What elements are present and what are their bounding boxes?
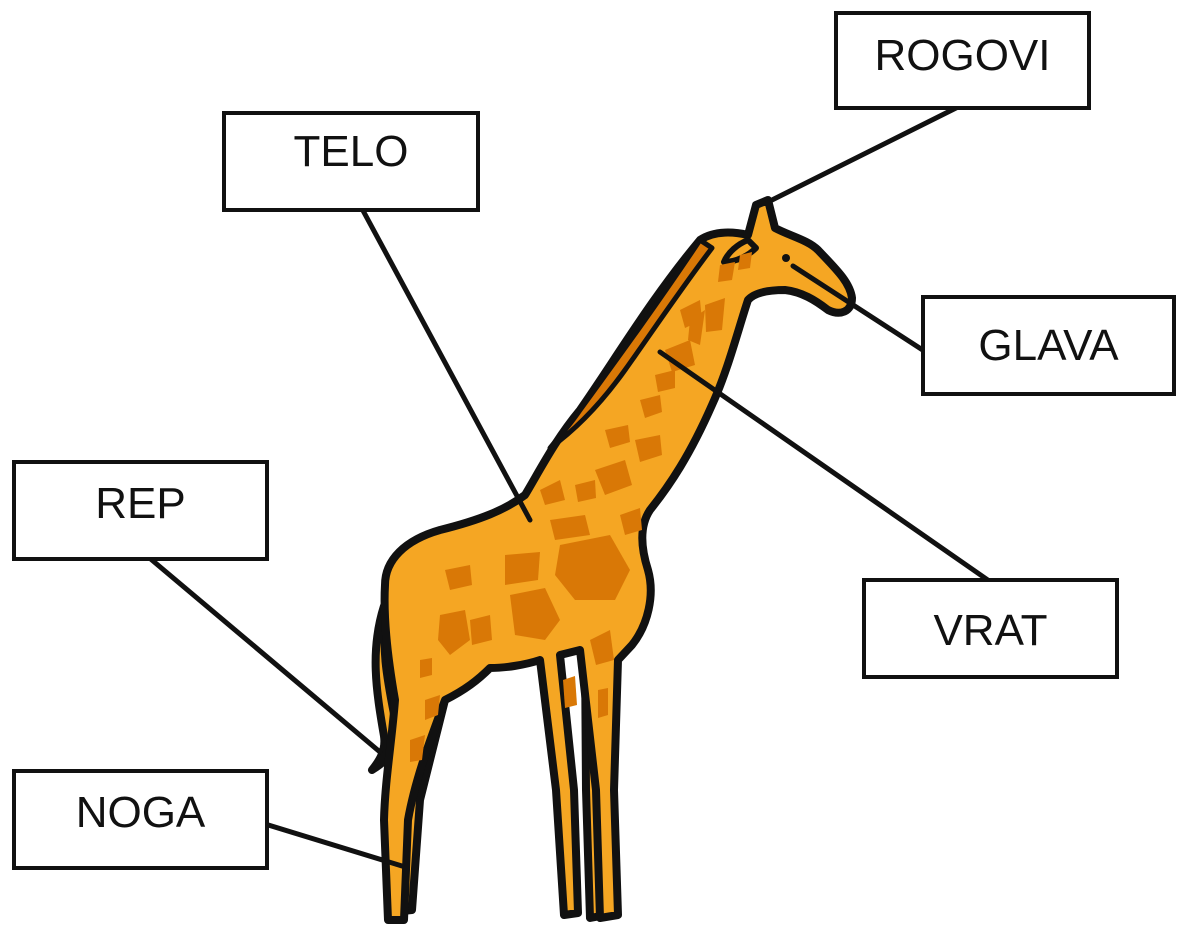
label-tail-text: REP (95, 478, 186, 528)
label-horns-text: ROGOVI (874, 30, 1051, 80)
label-neck: VRAT (862, 578, 1119, 679)
mane (547, 237, 715, 451)
label-horns: ROGOVI (834, 11, 1091, 110)
label-head-text: GLAVA (978, 320, 1119, 370)
leader-lines (137, 99, 998, 869)
label-body-text: TELO (293, 126, 409, 176)
label-neck-text: VRAT (933, 605, 1048, 655)
leader-line-rep (137, 547, 383, 755)
eye (782, 254, 790, 262)
label-leg: NOGA (12, 769, 269, 870)
leader-line-rogovi (765, 99, 971, 205)
ear (721, 237, 759, 265)
label-body: TELO (222, 111, 480, 212)
label-tail: REP (12, 460, 269, 561)
leader-line-telo (357, 202, 533, 523)
leader-line-glava (790, 263, 938, 361)
label-leg-text: NOGA (75, 787, 206, 837)
leader-line-noga (249, 817, 405, 869)
leader-line-vrat (657, 349, 998, 588)
label-head: GLAVA (921, 295, 1176, 396)
spots (410, 252, 752, 762)
